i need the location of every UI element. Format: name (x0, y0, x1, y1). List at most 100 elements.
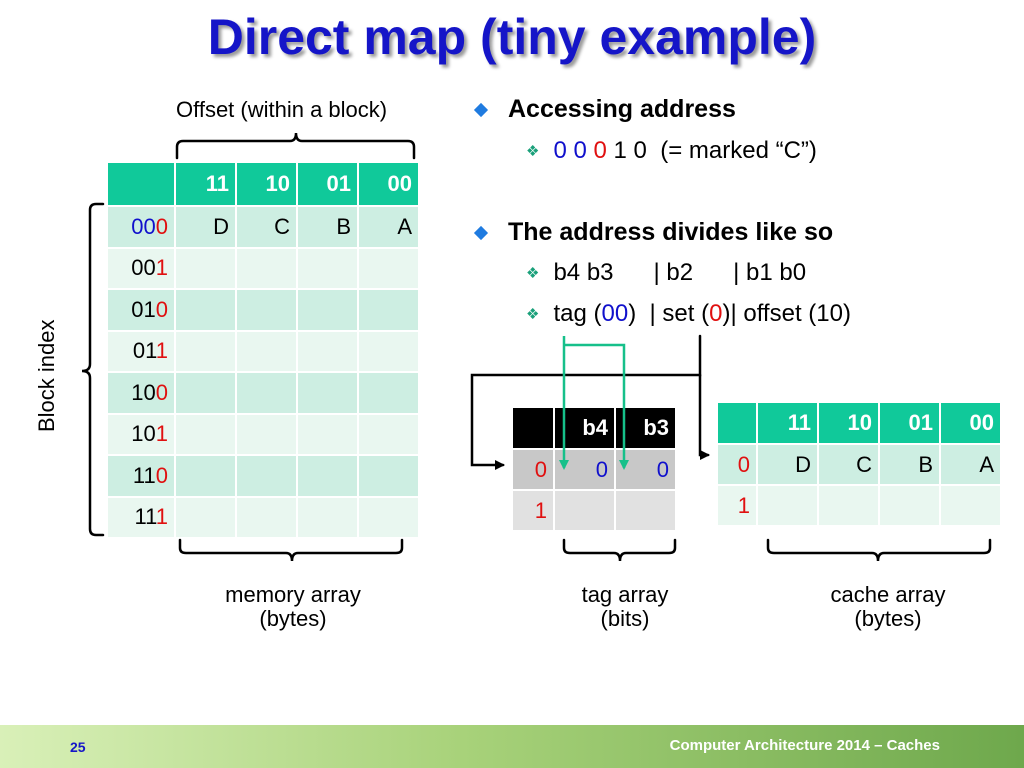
cache-cell (756, 484, 819, 527)
memory-cell (296, 329, 359, 373)
memory-array-caption-line1: memory array (225, 582, 361, 607)
memory-row-index: 011 (106, 329, 176, 373)
footer-course-title: Computer Architecture 2014 – Caches (669, 737, 940, 754)
memory-row: 111 (106, 495, 420, 539)
tag-array-caption-line2: (bits) (600, 606, 650, 631)
memory-cell (174, 246, 237, 290)
memory-row-index-part: 0 (155, 296, 168, 322)
cache-array-caption: cache array (bytes) (788, 583, 988, 631)
memory-row-index: 000 (106, 205, 176, 249)
memory-header-offset-10: 10 (235, 161, 298, 207)
memory-row: 110 (106, 454, 420, 498)
sub-bullet-text-part: b4 b3 | b2 | b1 b0 (553, 259, 807, 286)
cache-cell: A (939, 443, 1002, 486)
memory-cell (174, 454, 237, 498)
sub-bullet-text: 0 0 0 1 0 (= marked “C”) (553, 137, 816, 165)
memory-cell (235, 329, 298, 373)
memory-cell (296, 495, 359, 539)
sub-bullet-text-part: 00 (601, 300, 629, 327)
tag-cell (614, 489, 677, 532)
memory-cell (296, 371, 359, 415)
sub-bullet-text-part: 1 0 (= marked “C”) (606, 137, 817, 164)
tag-header-corner (511, 406, 555, 450)
sub-bullet-item: ❖tag (00) | set (0)| offset (10) (526, 300, 851, 328)
footer-bar (0, 725, 1024, 768)
cache-header-offset-00: 00 (939, 401, 1002, 445)
diamond-bullet-icon (473, 225, 489, 240)
memory-array-caption-line2: (bytes) (259, 606, 327, 631)
tag-header-b4: b4 (553, 406, 616, 450)
cache-cell: B (878, 443, 941, 486)
memory-row-index-part: 1 (155, 255, 168, 281)
memory-header-offset-11: 11 (174, 161, 237, 207)
memory-array-caption: memory array (bytes) (193, 583, 393, 631)
memory-row-index-part: 01 (132, 338, 156, 364)
memory-cell (174, 288, 237, 332)
memory-cell (235, 288, 298, 332)
sub-bullet-icon: ❖ (526, 143, 540, 160)
sub-bullet-icon: ❖ (526, 265, 540, 282)
memory-row-index: 110 (106, 454, 176, 498)
bullet-item: The address divides like so (473, 218, 834, 247)
memory-row: 101 (106, 412, 420, 456)
memory-cell (296, 288, 359, 332)
memory-row-index: 010 (106, 288, 176, 332)
memory-cell (296, 454, 359, 498)
cache-header-offset-10: 10 (817, 401, 880, 445)
memory-cell (357, 371, 420, 415)
memory-row: 001 (106, 246, 420, 290)
cache-array-caption-line1: cache array (830, 582, 946, 607)
tag-array-caption: tag array (bits) (545, 583, 705, 631)
page-number: 25 (70, 739, 86, 755)
cache-cell: D (756, 443, 819, 486)
cache-header-corner (716, 401, 758, 445)
memory-row-index-part: 01 (131, 296, 156, 322)
memory-cell: B (296, 205, 359, 249)
memory-cell (357, 454, 420, 498)
cache-cell (817, 484, 880, 527)
memory-row-index-part: 0 (155, 213, 168, 239)
tag-row: 1 (511, 489, 677, 532)
cache-cell: C (817, 443, 880, 486)
cache-cell (939, 484, 1002, 527)
memory-row-index-part: 00 (131, 213, 156, 239)
cache-header-offset-11: 11 (756, 401, 819, 445)
sub-bullet-icon: ❖ (526, 306, 540, 323)
memory-cell (357, 246, 420, 290)
tag-header-b3: b3 (614, 406, 677, 450)
memory-row-index: 100 (106, 371, 176, 415)
sub-bullet-text-part: ) | set ( (628, 300, 710, 327)
sub-bullet-text-part: tag ( (553, 300, 602, 327)
cache-array-caption-line2: (bytes) (854, 606, 922, 631)
memory-cell (174, 371, 237, 415)
offset-label: Offset (within a block) (176, 97, 388, 122)
memory-row-index: 111 (106, 495, 176, 539)
tag-cell: 0 (614, 448, 677, 491)
memory-row-index-part: 11 (134, 504, 156, 530)
memory-row: 010 (106, 288, 420, 332)
sub-bullet-text-part: 0 0 (553, 137, 594, 164)
sub-bullet-text: tag (00) | set (0)| offset (10) (553, 300, 851, 328)
memory-header-corner (106, 161, 176, 207)
tag-array-caption-line1: tag array (581, 582, 669, 607)
memory-row-index-part: 1 (155, 338, 168, 364)
sub-bullet-text-part: 0 (593, 137, 607, 164)
memory-cell (235, 454, 298, 498)
memory-cell: D (174, 205, 237, 249)
memory-cell (235, 371, 298, 415)
tag-row-index: 0 (511, 448, 555, 491)
memory-row-index-part: 0 (155, 462, 168, 488)
cache-row: 1 (716, 484, 1002, 527)
bullet-text: The address divides like so (508, 218, 834, 246)
cache-row-index: 1 (716, 484, 758, 527)
memory-row-index-part: 1 (155, 421, 168, 447)
memory-cell (296, 246, 359, 290)
memory-row-index-part: 10 (131, 421, 156, 447)
sub-bullet-text-part: 0 (709, 300, 723, 327)
sub-bullet-text: b4 b3 | b2 | b1 b0 (553, 259, 806, 287)
